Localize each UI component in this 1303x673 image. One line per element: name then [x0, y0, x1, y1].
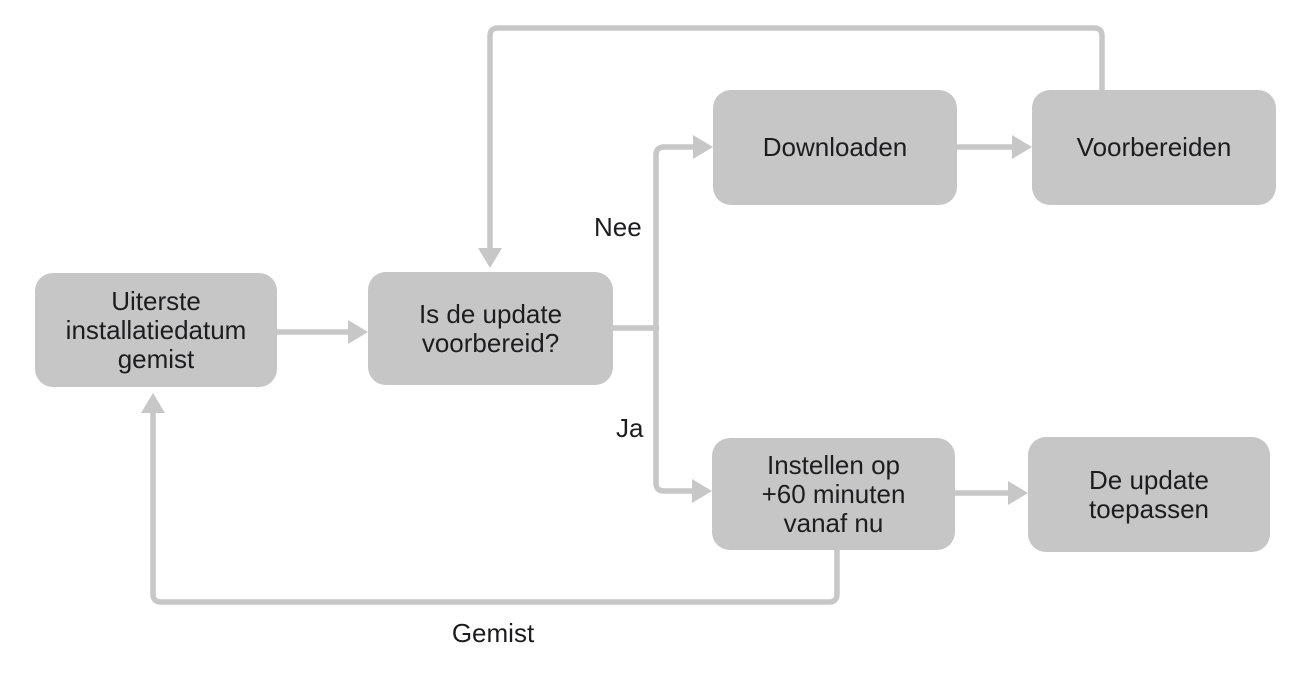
node-apply-update-label: De update toepassen	[1089, 464, 1209, 524]
node-set-60-minutes: Instellen op +60 minuten vanaf nu	[712, 438, 955, 550]
node-download: Downloaden	[713, 90, 957, 205]
node-apply-update: De update toepassen	[1028, 437, 1270, 552]
edge-gemist-loopback-line	[150, 412, 840, 605]
edge-nee-arrowhead-icon	[693, 135, 713, 159]
edge-download-to-prepare-arrowhead-icon	[1012, 135, 1032, 159]
edge-missed-to-prepared-arrowhead-icon	[348, 320, 368, 344]
edge-ja-arrowhead-icon	[692, 479, 712, 503]
node-is-update-prepared: Is de update voorbereid?	[368, 272, 613, 385]
edge-branch-line	[653, 144, 694, 494]
edge-set60-to-apply-arrowhead-icon	[1008, 481, 1028, 505]
node-download-label: Downloaden	[762, 132, 908, 162]
edge-prepare-loopback-arrowhead-icon	[478, 248, 502, 268]
edge-label-gemist: Gemist	[451, 618, 535, 648]
node-prepare: Voorbereiden	[1032, 90, 1276, 205]
node-set-60-minutes-label: Instellen op +60 minuten vanaf nu	[761, 449, 906, 538]
node-prepare-label: Voorbereiden	[1076, 132, 1232, 162]
node-deadline-missed-label: Uiterste installatiedatum gemist	[65, 285, 247, 374]
edge-prepare-loopback-line	[487, 25, 1105, 250]
node-deadline-missed: Uiterste installatiedatum gemist	[35, 273, 277, 387]
edge-label-nee: Nee	[594, 212, 642, 242]
edge-gemist-loopback-arrowhead-icon	[141, 393, 165, 413]
edge-label-ja: Ja	[616, 413, 644, 443]
node-is-update-prepared-label: Is de update voorbereid?	[418, 298, 563, 358]
